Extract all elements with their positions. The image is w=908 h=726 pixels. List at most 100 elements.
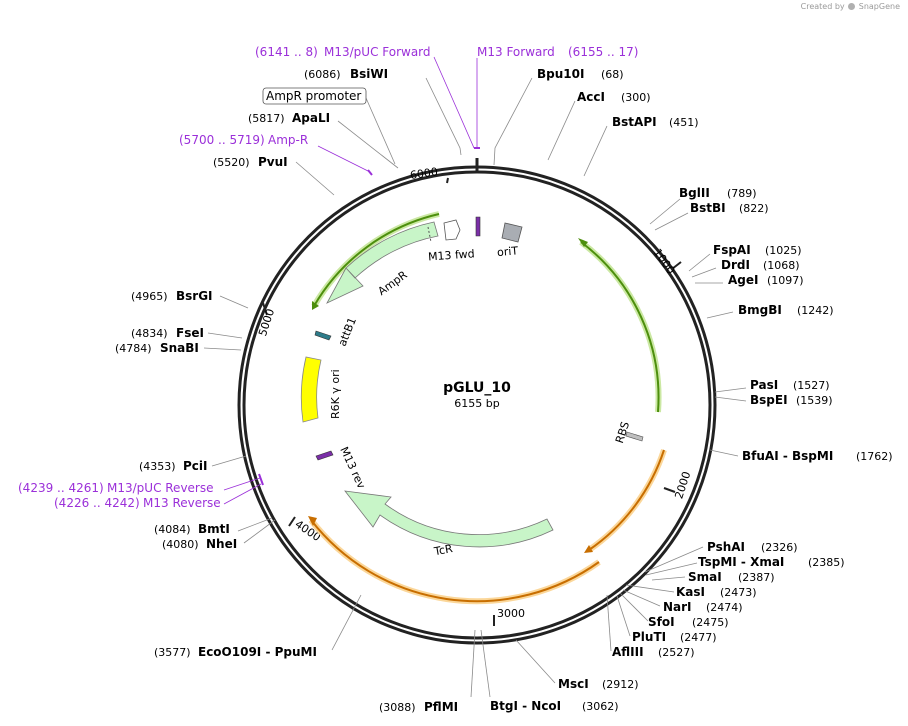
feature-orit [501,222,523,243]
site-name-bsrgi: BsrGI [176,289,213,303]
feature-ampr-promoter [443,219,461,241]
site-pos-bfuai-bspmi: (1762) [856,450,893,463]
feature-m13-rev [315,450,334,461]
primer-leader-lines [223,56,478,505]
lead-btgi [480,629,491,698]
lead-nari [622,589,661,607]
site-name-bpu10i: Bpu10I [537,67,584,81]
label-tcr: TcR [432,542,454,558]
primer-name-m13-puc-forward: M13/pUC Forward [324,45,431,59]
lead-apali [337,120,399,169]
primer-marker-amp-r [367,169,373,176]
feature-attb1 [314,330,332,341]
primer-marker-m13-reverse [258,473,264,486]
ampr-promoter-boundary [427,226,432,243]
ampr-promoter-box [262,87,367,105]
tick-5000 [262,302,268,316]
site-pos-bsiwi: (6086) [304,68,341,81]
site-name-fspai: FspAI [713,243,751,257]
site-pos-nhei: (4080) [162,538,199,551]
lead-fsei [207,332,243,339]
site-pos-acci: (300) [621,91,651,104]
site-name-snabi: SnaBI [160,341,199,355]
site-name-msci: MscI [558,677,589,691]
lead-afliii [606,594,612,652]
lead-pvui [295,161,335,196]
snapgene-credit: Created by SnapGene [801,2,900,11]
plasmid-size: 6155 bp [454,397,499,410]
primer-name-m13-forward: M13 Forward [477,45,555,59]
snapgene-logo-icon [848,3,856,10]
site-name-agei: AgeI [728,273,758,287]
site-name-fsei: FseI [176,326,204,340]
lead-pluti [616,595,631,637]
lead-msci [515,639,556,684]
site-pos-tspmi-xmai: (2385) [808,556,845,569]
site-pos-sfoi: (2475) [692,616,729,629]
primer-range-m13-forward: (6155 .. 17) [568,45,638,59]
plasmid-name: pGLU_10 [443,380,511,396]
site-labels: (6086) BsiWI Bpu10I (68) AccI (300) BstA… [115,67,893,714]
site-name-afliii: AflIII [612,645,644,659]
site-pos-snabi: (4784) [115,342,152,355]
label-ampr: AmpR [376,268,411,298]
site-name-ecoo109i-ppumi: EcoO109I - PpuMI [198,645,317,659]
primer-labels: (6141 .. 8) M13/pUC Forward M13 Forward … [18,45,638,510]
orf-orange-2 [310,519,600,603]
lead-sfoi [619,592,649,622]
site-pos-bpu10i: (68) [601,68,624,81]
lead-pasi [714,387,747,393]
lead-smai [651,576,686,581]
site-pos-drdi: (1068) [763,259,800,272]
ampr-promoter-label: AmpR promoter [266,89,361,103]
site-pos-bmti: (4084) [154,523,191,536]
lead-fspai [688,253,711,272]
site-name-tspmi-xmai: TspMI - XmaI [698,555,784,569]
primer-name-m13-puc-reverse: M13/pUC Reverse [107,481,214,495]
site-pos-kasi: (2473) [720,586,757,599]
lead-bglii [649,198,681,225]
site-leader-lines [203,77,747,698]
tick-1000 [671,261,682,270]
orf-orange-2-arrowhead [308,516,317,526]
site-name-acci: AccI [577,90,605,104]
site-name-kasi: KasI [676,585,705,599]
site-name-apali: ApaLI [292,111,330,125]
site-pos-pshai: (2326) [761,541,798,554]
site-name-pasi: PasI [750,378,778,392]
tick-label-6000: 6000 [409,165,439,182]
primer-range-m13-reverse: (4226 .. 4242) [54,496,140,510]
lead-ampr-promoter [365,97,396,165]
site-pos-btgi-ncoi: (3062) [582,700,619,713]
orf-ampr [313,213,440,307]
site-name-nhei: NheI [206,537,237,551]
lead-tspmi [645,562,698,576]
label-orit: oriT [497,244,519,259]
feature-tcr [344,490,554,548]
label-m13-rev: M13 rev [337,445,368,491]
site-name-sfoi: SfoI [648,615,675,629]
site-pos-smai: (2387) [738,571,775,584]
site-pos-bmgbi: (1242) [797,304,834,317]
lead-primer-m13-reverse [223,483,262,505]
site-pos-pflmi: (3088) [379,701,416,714]
lead-bsiwi [425,77,462,156]
site-pos-bstbi: (822) [739,202,769,215]
feature-rbs [625,431,644,442]
site-pos-pcii: (4353) [139,460,176,473]
label-m13-fwd: M13 fwd [428,247,475,263]
lead-bspei [714,396,747,402]
site-name-pvui: PvuI [258,155,288,169]
site-pos-bstapi: (451) [669,116,699,129]
primer-range-amp-r: (5700 .. 5719) [179,133,265,147]
site-name-bfuai-bspmi: BfuAI - BspMI [742,449,833,463]
tick-label-3000: 3000 [497,607,525,620]
lead-bfuai [709,449,739,457]
site-name-bspei: BspEI [750,393,788,407]
site-pos-apali: (5817) [248,112,285,125]
site-name-btgi-ncoi: BtgI - NcoI [490,699,561,713]
site-pos-fspai: (1025) [765,244,802,257]
label-r6k-gamma-ori: R6K γ ori [329,369,342,419]
lead-primer-m13-puc-reverse [223,477,261,491]
orf-orange-1-arrowhead [584,545,593,553]
